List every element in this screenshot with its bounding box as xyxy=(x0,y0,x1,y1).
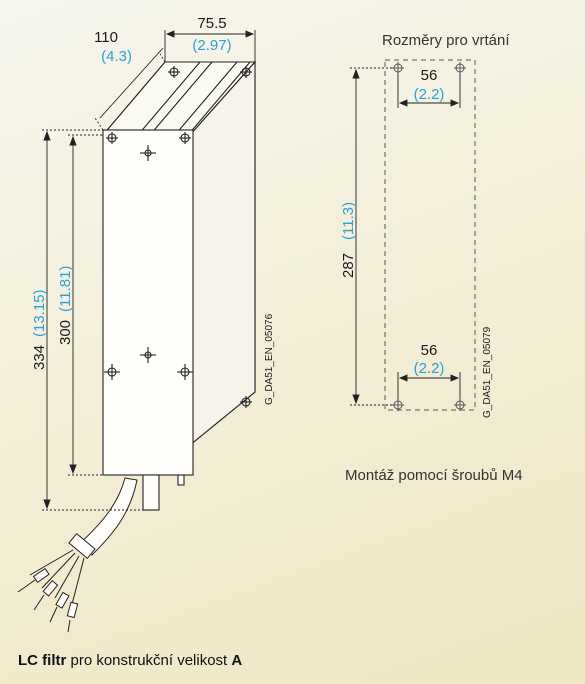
height-total-in-label: (13.15) xyxy=(31,289,48,337)
depth-in-label: (4.3) xyxy=(101,48,132,65)
height-total-mm-label: 334 xyxy=(31,345,48,370)
filter-body-drawing xyxy=(101,60,257,511)
drilling-template xyxy=(384,59,476,411)
bottom-spacing-in-label: (2.2) xyxy=(414,360,445,377)
dimension-lines-right xyxy=(350,67,461,406)
height-in-label: (11.3) xyxy=(340,202,357,240)
bottom-spacing-mm-label: 56 xyxy=(421,342,438,359)
top-spacing-mm-label: 56 xyxy=(421,67,438,84)
height-mm-label: 287 xyxy=(340,253,357,278)
caption-size-letter: A xyxy=(231,652,243,669)
top-spacing-in-label: (2.2) xyxy=(414,86,445,103)
drawing-id-left: G_DA51_EN_05076 xyxy=(264,313,275,405)
width-mm-label: 75.5 xyxy=(197,15,226,32)
depth-mm-label: 110 xyxy=(94,29,118,46)
cable-drawing xyxy=(17,477,138,633)
height-body-mm-label: 300 xyxy=(57,320,74,345)
drawing-id-right: G_DA51_EN_05079 xyxy=(482,326,493,418)
caption-middle: pro konstrukční velikost xyxy=(66,652,232,669)
caption-bold: LC filtr xyxy=(18,652,67,669)
width-in-label: (2.97) xyxy=(192,37,231,54)
drilling-title: Rozměry pro vrtání xyxy=(382,32,510,49)
dimension-lines-left xyxy=(42,30,256,511)
figure-caption: LC filtr pro konstrukční velikost A xyxy=(18,652,242,669)
height-body-in-label: (11.81) xyxy=(57,266,74,312)
mounting-note: Montáž pomocí šroubů M4 xyxy=(345,467,523,484)
